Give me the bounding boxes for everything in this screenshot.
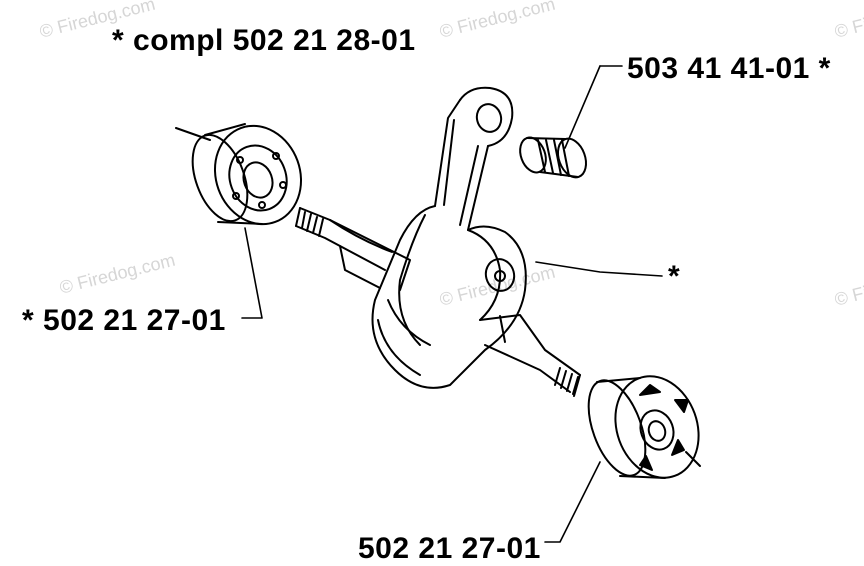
assembly-part-label: * compl 502 21 28-01: [112, 24, 416, 57]
left-bearing-part-label: * 502 21 27-01: [22, 304, 226, 337]
crankshaft-right-shaft: [479, 314, 581, 397]
needle-bearing-part-label: 503 41 41-01 *: [627, 52, 831, 85]
connecting-rod: [434, 86, 514, 231]
crankshaft-marker: *: [668, 260, 681, 293]
bottom-bearing-part-label: 502 21 27-01: [358, 532, 541, 565]
right-ball-bearing: [587, 375, 701, 479]
left-ball-bearing: [175, 123, 303, 226]
leader-lines: [241, 65, 663, 543]
needle-bearing: [519, 136, 588, 179]
crankshaft-left-shaft: [295, 207, 411, 291]
crank-web: [371, 205, 527, 389]
bearing-axis-line-left: [175, 127, 211, 141]
